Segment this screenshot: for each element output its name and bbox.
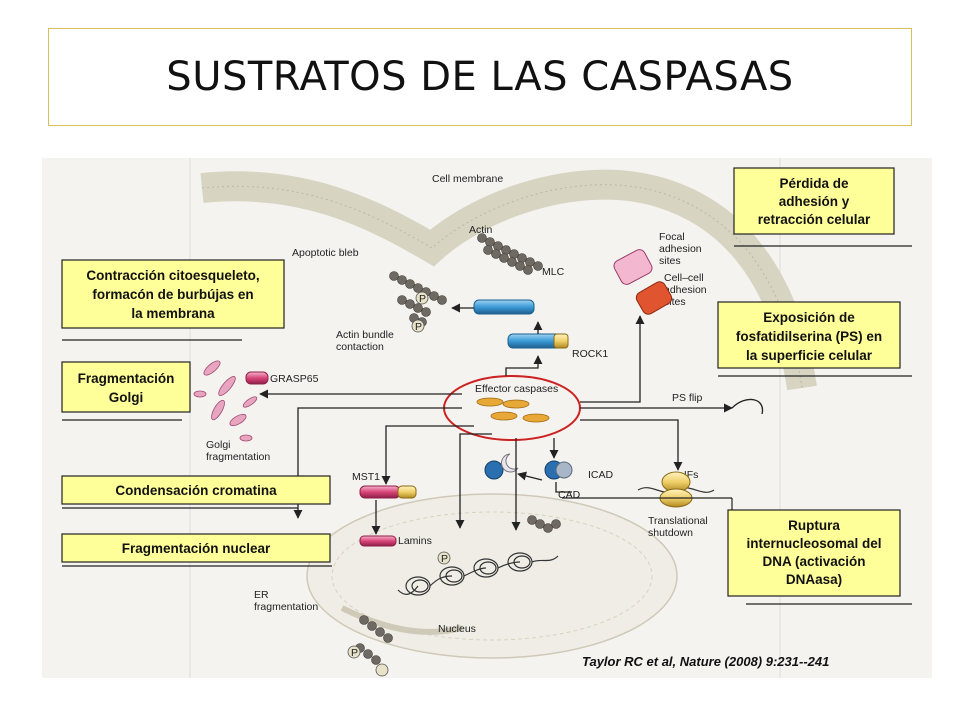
label-cellcell-1: Cell–cell — [664, 272, 704, 284]
mst1-cap — [397, 485, 417, 499]
svg-text:formacón de burbújas en: formacón de burbújas en — [92, 287, 253, 302]
focal-adhesion-site — [613, 249, 653, 285]
er-fragment — [340, 605, 463, 635]
cell-membrane-line — [201, 184, 803, 389]
label-translational-1: Translational — [648, 515, 708, 527]
label-nucleus: Nucleus — [438, 623, 476, 635]
mst1-cylinder — [359, 485, 401, 499]
rock1-cap — [553, 333, 569, 349]
phospho-label-4: P — [351, 647, 358, 659]
pathway-arrows — [259, 303, 764, 535]
svg-text:Ruptura: Ruptura — [788, 518, 840, 533]
label-focal-3: sites — [659, 255, 681, 267]
caspase-molecules — [476, 397, 550, 423]
box-ruptura-dna: Ruptura internucleosomal del DNA (activa… — [727, 509, 901, 597]
box-perdida-adhesion: Pérdida de adhesión y retracción celular — [733, 167, 895, 235]
label-golgi-frag-2: fragmentation — [206, 451, 270, 463]
phospho-label-2: P — [415, 321, 422, 333]
svg-text:la superficie celular: la superficie celular — [746, 348, 873, 363]
svg-text:Condensación cromatina: Condensación cromatina — [115, 483, 277, 498]
citation-text: Taylor RC et al, Nature (2008) 9:231--24… — [582, 654, 829, 669]
arrow-to-adhesion — [580, 315, 645, 403]
label-cell-membrane: Cell membrane — [432, 173, 503, 185]
icad-sphere — [555, 461, 573, 479]
arrow-cad-release — [517, 471, 543, 481]
er-shape — [331, 511, 653, 641]
svg-text:Fragmentación: Fragmentación — [78, 371, 175, 386]
svg-text:adhesión y: adhesión y — [779, 194, 850, 209]
label-rock1: ROCK1 — [572, 348, 608, 360]
svg-text:DNA (activación: DNA (activación — [762, 554, 865, 569]
box-leader-lines — [62, 245, 912, 605]
box-exposicion-fosfatidilserina: Exposición de fosfatidilserina (PS) en l… — [717, 301, 901, 369]
label-apoptotic-bleb: Apoptotic bleb — [292, 247, 359, 259]
svg-text:Exposición de: Exposición de — [763, 310, 855, 325]
cad-sphere — [484, 460, 504, 480]
label-cellcell-2: adhesion — [664, 284, 707, 296]
label-er-frag-1: ER — [254, 589, 269, 601]
arrow-to-lamins — [455, 433, 492, 529]
label-focal-1: Focal — [659, 231, 685, 243]
rock1-active-cylinder — [473, 299, 535, 315]
chromatin-nucleosomes — [397, 552, 559, 596]
label-grasp65: GRASP65 — [270, 373, 319, 385]
label-icad: ICAD — [588, 469, 614, 481]
box-fragmentacion-nuclear: Fragmentación nuclear — [61, 533, 331, 563]
slide-title: SUSTRATOS DE LAS CASPASAS — [166, 54, 794, 100]
ps-flip-curve — [731, 398, 764, 415]
svg-text:DNAasa): DNAasa) — [786, 572, 842, 587]
svg-text:la membrana: la membrana — [131, 306, 215, 321]
label-actin: Actin — [469, 224, 493, 236]
label-effector-caspases: Effector caspases — [475, 383, 558, 395]
svg-text:Contracción citoesqueleto,: Contracción citoesqueleto, — [86, 268, 259, 283]
lamin-segment — [359, 535, 397, 547]
cad-bracket — [555, 482, 572, 493]
label-er-frag-2: fragmentation — [254, 601, 318, 613]
phospho-markers — [347, 291, 451, 677]
cell-cell-adhesion-site — [635, 281, 673, 315]
arrow-to-mst1 — [381, 425, 474, 485]
svg-text:retracción celular: retracción celular — [758, 212, 871, 227]
box-contraccion-citoesqueleto: Contracción citoesqueleto, formacón de b… — [61, 259, 285, 329]
svg-text:Golgi: Golgi — [109, 390, 144, 405]
svg-text:Pérdida de: Pérdida de — [779, 176, 849, 191]
svg-text:Fragmentación nuclear: Fragmentación nuclear — [122, 541, 271, 556]
label-focal-2: adhesion — [659, 243, 702, 255]
box-condensacion-cromatina: Condensación cromatina — [61, 475, 331, 505]
golgi-fragments — [193, 360, 258, 442]
diagram-canvas: Cell membrane Actin Apoptotic bleb MLC F… — [42, 158, 932, 678]
label-actin-bundle-1: Actin bundle — [336, 329, 394, 341]
label-cad: CAD — [558, 489, 581, 501]
label-ps-flip: PS flip — [672, 392, 703, 404]
label-mst1: MST1 — [352, 471, 380, 483]
arrow-to-eifs — [580, 419, 683, 471]
caspase-substrates-figure: Cell membrane Actin Apoptotic bleb MLC F… — [42, 158, 932, 678]
grasp65-cylinder — [245, 371, 269, 385]
box-fragmentacion-golgi: Fragmentación Golgi — [61, 361, 191, 413]
label-translational-2: shutdown — [648, 527, 693, 539]
phospho-label-1: P — [419, 293, 426, 305]
phospho-label-3: P — [441, 553, 448, 565]
title-box: SUSTRATOS DE LAS CASPASAS — [48, 28, 912, 126]
label-golgi-frag-1: Golgi — [206, 439, 231, 451]
svg-text:fosfatidilserina (PS) en: fosfatidilserina (PS) en — [736, 329, 882, 344]
label-lamins: Lamins — [398, 535, 432, 547]
svg-text:internucleosomal del: internucleosomal del — [746, 536, 881, 551]
label-actin-bundle-2: contaction — [336, 341, 384, 353]
arrow-to-rock1 — [505, 355, 543, 376]
label-mlc: MLC — [542, 266, 565, 278]
